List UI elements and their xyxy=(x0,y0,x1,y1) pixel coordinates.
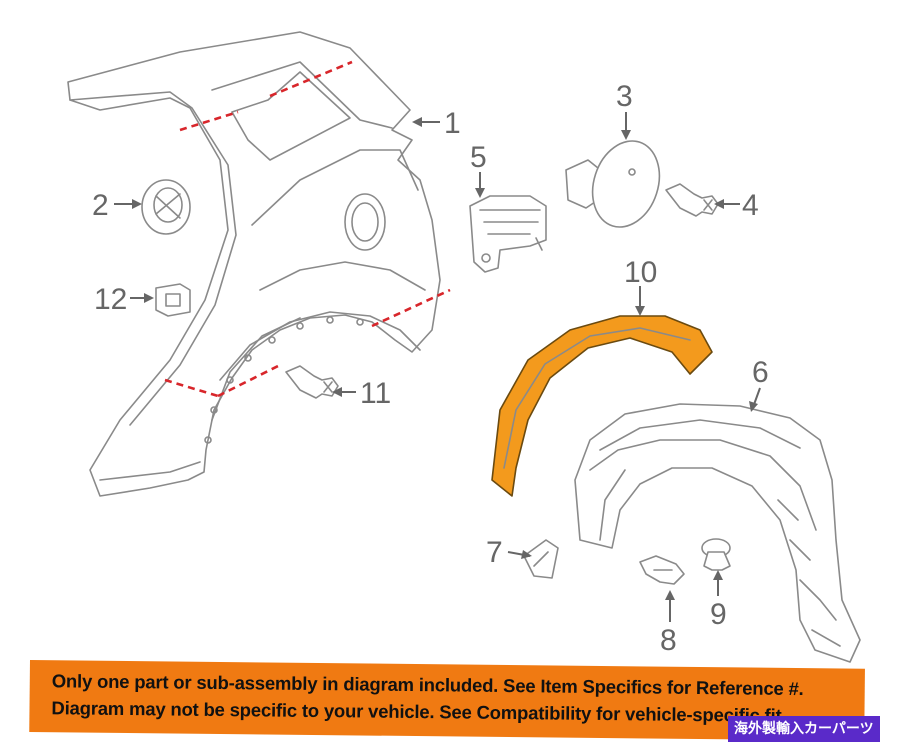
bolt-part-11 xyxy=(285,365,339,399)
push-clip-part-9 xyxy=(701,538,731,571)
callout-9: 9 xyxy=(710,598,727,631)
bracket-part-7 xyxy=(523,539,559,579)
callout-12: 12 xyxy=(94,283,127,316)
callout-8: 8 xyxy=(660,624,677,657)
wheelhouse-liner xyxy=(574,403,861,663)
wheel-arch-molding xyxy=(491,315,713,497)
seller-tag: 海外製輸入カーパーツ xyxy=(728,716,880,742)
cut-lines xyxy=(164,60,451,398)
fuel-door-housing xyxy=(141,179,191,235)
callout-7: 7 xyxy=(486,536,503,569)
quarter-panel xyxy=(67,31,441,497)
fuel-door-hinge xyxy=(469,195,547,273)
disclaimer-line-1: Only one part or sub-assembly in diagram… xyxy=(51,670,804,700)
callout-11: 11 xyxy=(360,377,391,410)
callout-3: 3 xyxy=(616,80,633,113)
callout-2: 2 xyxy=(92,189,109,222)
callout-1: 1 xyxy=(444,107,461,140)
molding-highlight xyxy=(491,315,713,497)
bolt-part-8 xyxy=(639,555,685,585)
callout-4: 4 xyxy=(742,189,759,222)
fuel-door xyxy=(565,140,661,228)
callout-5: 5 xyxy=(470,141,487,174)
callout-labels: 1 2 3 4 5 6 7 8 9 10 11 12 xyxy=(92,80,769,657)
callout-6: 6 xyxy=(752,356,769,389)
bolt-part-4 xyxy=(665,183,719,217)
callout-arrows xyxy=(114,112,761,622)
clip-part xyxy=(155,283,191,317)
callout-10: 10 xyxy=(624,256,657,289)
